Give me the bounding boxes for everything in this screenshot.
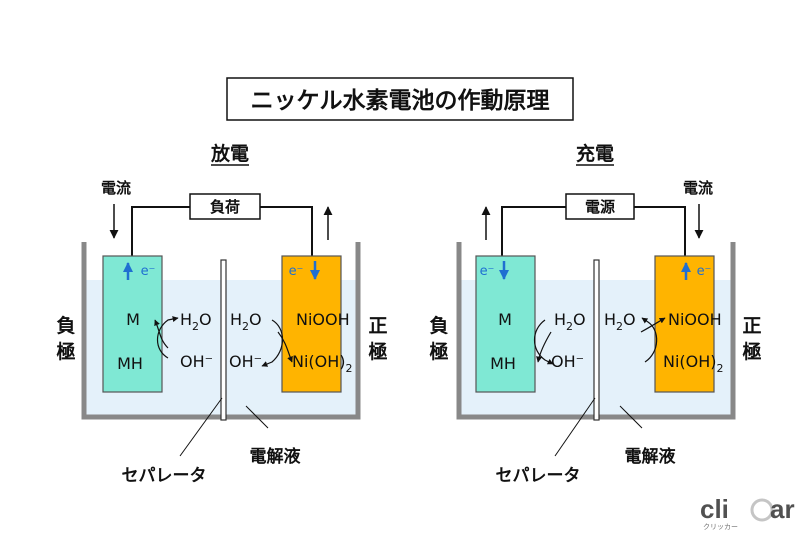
charge-h2o-left: H2O — [554, 310, 586, 333]
discharge-reaction-arrow-pos-b — [277, 331, 293, 363]
charge-diagram: 充電 電源 電流 e⁻ e⁻ 負 極 正 極 M MH H2O H2O OH⁻ … — [429, 142, 762, 421]
discharge-h2o-right: H2O — [230, 310, 262, 333]
logo-subtext: クリッカー — [703, 523, 738, 531]
discharge-electron-pos: e⁻ — [289, 264, 304, 279]
charge-reaction-arrow-pos-b — [640, 317, 666, 333]
discharge-reaction-arrow-pos — [261, 319, 284, 367]
charge-nioh2: Ni(OH)2 — [663, 352, 724, 375]
discharge-current-label: 電流 — [101, 179, 131, 197]
discharge-reaction-arrow-neg — [156, 316, 179, 359]
logo-text-ar: ar — [770, 494, 795, 524]
discharge-negative-label-2: 極 — [56, 340, 75, 363]
discharge-niooh: NiOOH — [296, 310, 350, 329]
discharge-negative-electrode — [102, 255, 163, 393]
logo-circle-icon — [750, 498, 774, 522]
charge-wire-right — [634, 206, 686, 256]
discharge-electron-neg: e⁻ — [141, 264, 156, 279]
charge-wire — [501, 206, 566, 256]
discharge-heading: 放電 — [210, 142, 249, 165]
charge-electron-neg: e⁻ — [480, 264, 495, 279]
charge-positive-label-1: 正 — [742, 315, 761, 337]
electrolyte-leader-left — [245, 405, 269, 429]
discharge-mh: MH — [117, 354, 143, 373]
discharge-load-box — [189, 193, 261, 220]
separator-leader-left — [179, 397, 223, 457]
electrolyte-label-right: 電解液 — [625, 446, 676, 467]
charge-niooh: NiOOH — [668, 310, 722, 329]
charge-reaction-arrow-pos — [641, 317, 658, 363]
discharge-positive-label-2: 極 — [368, 340, 387, 363]
charge-m: M — [498, 310, 512, 329]
discharge-load-label: 負荷 — [210, 198, 240, 216]
electrolyte-leader-right — [619, 405, 643, 429]
electrolyte-label-left: 電解液 — [250, 446, 301, 467]
charge-reaction-arrow-neg-b — [536, 331, 552, 363]
discharge-h2o-left: H2O — [180, 310, 212, 333]
charge-negative-label-1: 負 — [429, 314, 448, 337]
charge-current-label: 電流 — [683, 179, 713, 197]
title-box — [226, 77, 574, 121]
charge-source-label: 電源 — [585, 198, 615, 216]
discharge-oh-left: OH⁻ — [180, 352, 213, 371]
discharge-negative-label-1: 負 — [56, 314, 75, 337]
separator-label-right: セパレータ — [496, 466, 581, 486]
charge-positive-electrode — [654, 255, 715, 393]
discharge-wire-right — [260, 206, 313, 256]
discharge-diagram: 放電 負荷 電流 e⁻ e⁻ 負 極 正 極 M MH H2O H2O — [56, 142, 388, 421]
discharge-oh-right: OH⁻ — [229, 352, 262, 371]
clicccar-logo: cli ar クリッカー — [700, 494, 795, 531]
charge-h2o-right: H2O — [604, 310, 636, 333]
discharge-nioh2: Ni(OH)2 — [292, 352, 353, 375]
discharge-reaction-arrow-neg-back — [154, 319, 169, 349]
charge-mh: MH — [490, 354, 516, 373]
charge-source-box — [565, 193, 635, 220]
separator-label-left: セパレータ — [122, 466, 207, 486]
charge-oh-left: OH⁻ — [551, 352, 584, 371]
charge-negative-label-2: 極 — [429, 340, 448, 363]
charge-reaction-arrow-neg — [533, 319, 554, 365]
page-title: ニッケル水素電池の作動原理 — [251, 87, 550, 114]
charge-electron-pos: e⁻ — [697, 264, 712, 279]
discharge-positive-label-1: 正 — [368, 315, 387, 337]
charge-separator — [593, 259, 600, 421]
separator-leader-right — [554, 397, 596, 457]
charge-positive-label-2: 極 — [742, 340, 761, 363]
logo-text-cli: cli — [700, 494, 729, 524]
discharge-wire — [131, 206, 190, 256]
charge-heading: 充電 — [576, 142, 614, 165]
discharge-m: M — [126, 310, 140, 329]
discharge-separator — [220, 259, 227, 421]
